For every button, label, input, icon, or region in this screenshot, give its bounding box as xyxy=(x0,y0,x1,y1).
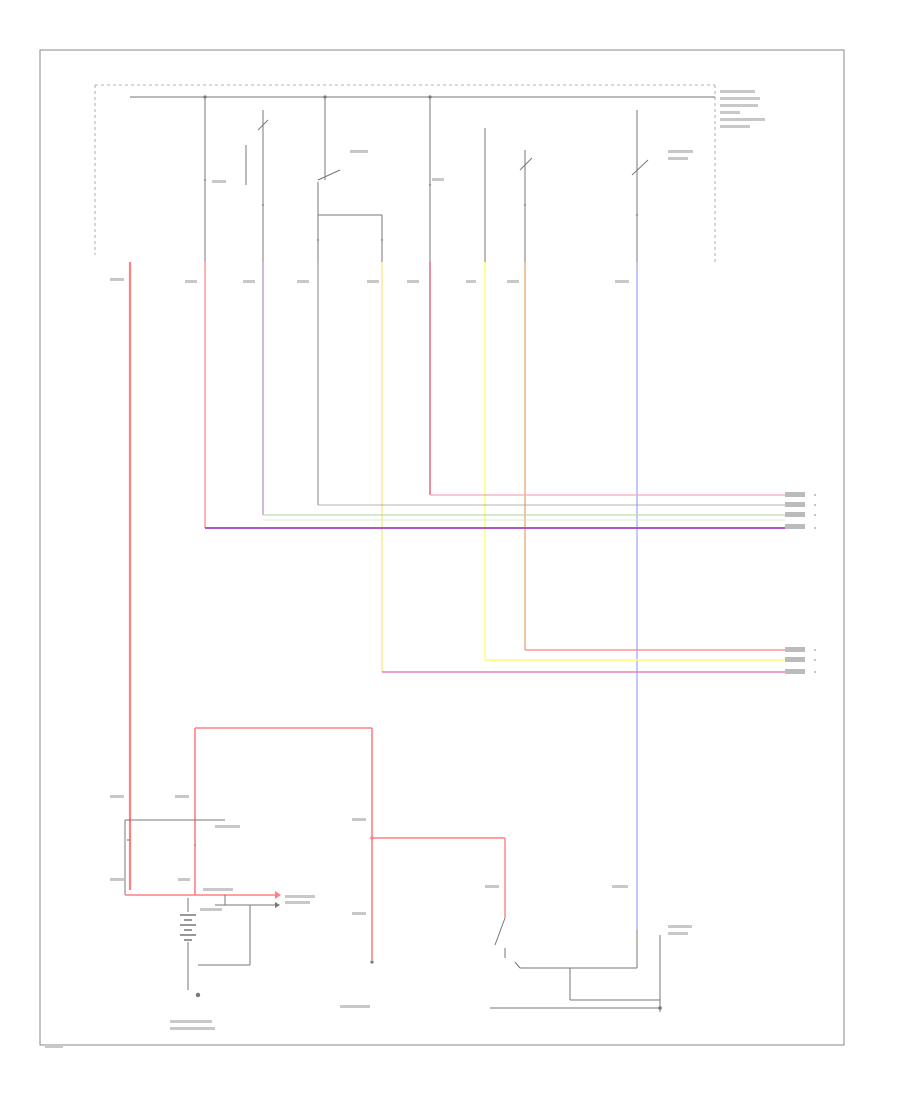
power-distribution-block xyxy=(94,84,716,262)
arrow-right-icon xyxy=(275,902,280,908)
arrow-right-icon xyxy=(275,891,281,899)
wire-harness xyxy=(128,262,638,930)
diagram-border xyxy=(39,49,845,1046)
alternator-terminal xyxy=(370,960,374,964)
connector-bundle-lower xyxy=(382,647,816,674)
illegible-labels xyxy=(45,90,765,1048)
ignition-switch-icon xyxy=(494,917,506,946)
ground-point-icon xyxy=(195,992,201,998)
battery-circuit xyxy=(124,727,373,998)
alternator-circuit xyxy=(370,836,662,1012)
battery-icon xyxy=(180,914,196,941)
connector-bundle-upper xyxy=(205,492,816,529)
relay-switch-icon xyxy=(317,169,341,181)
fuse-block xyxy=(203,97,649,262)
